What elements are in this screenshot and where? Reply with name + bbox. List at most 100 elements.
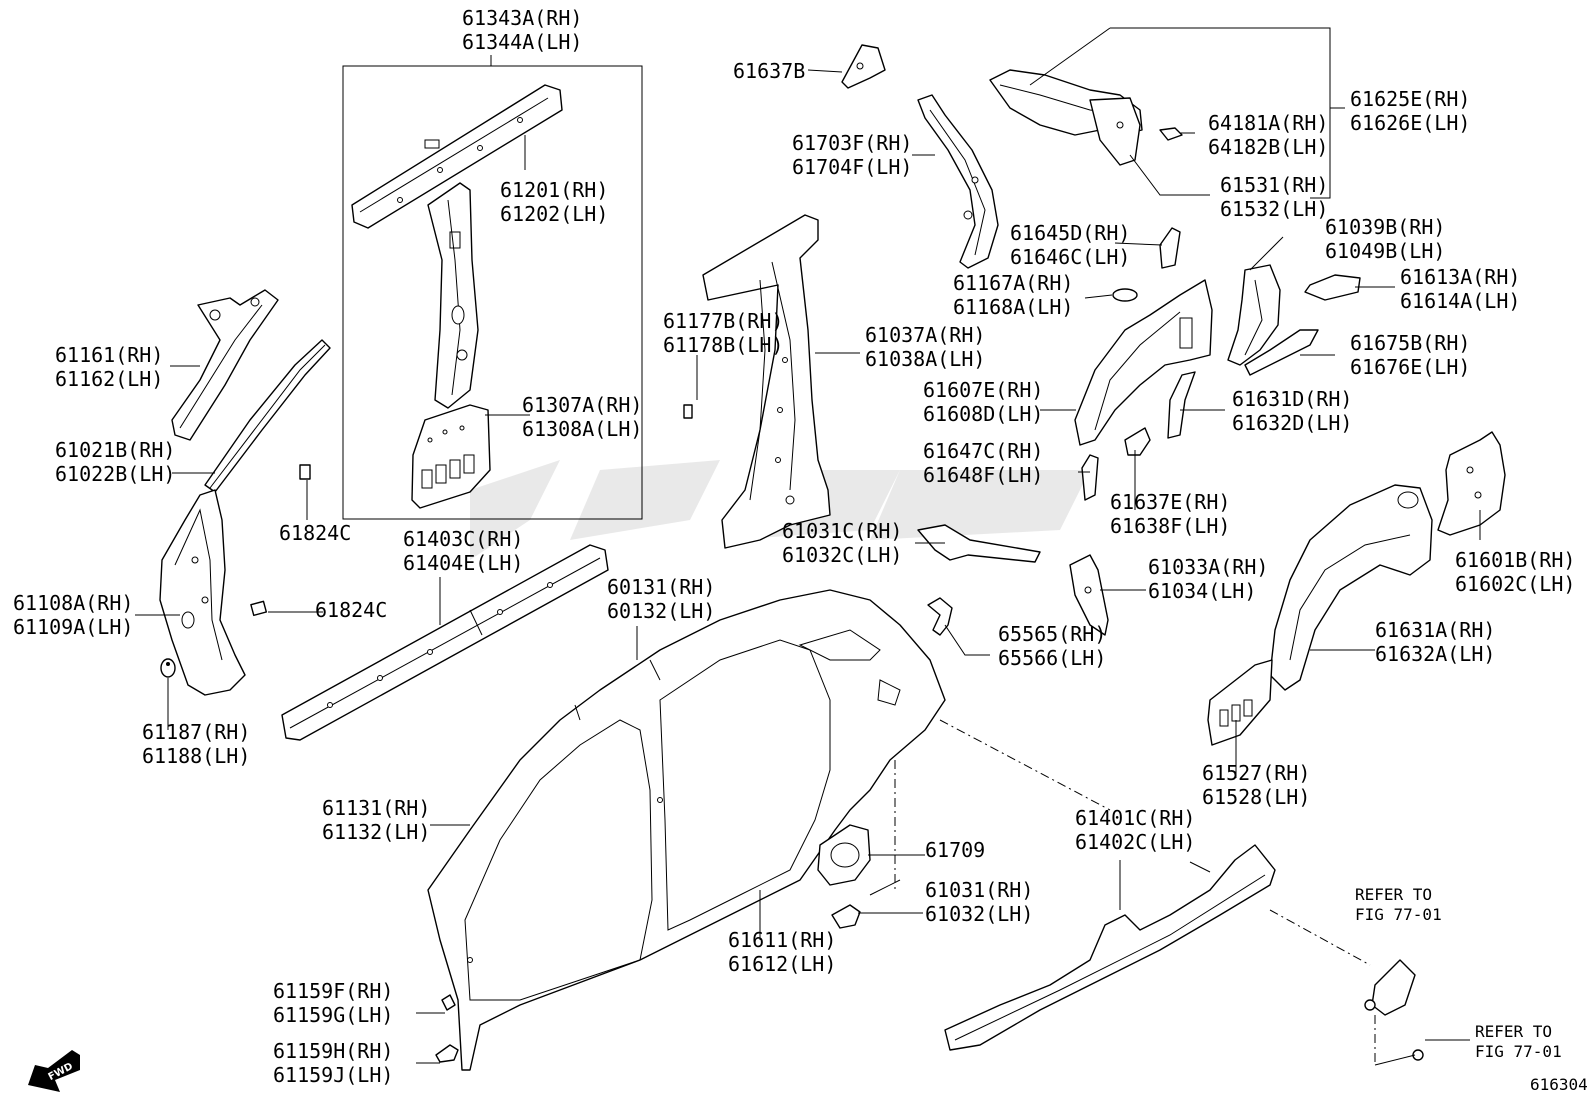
- label-61645-rh: 61645D(RH): [1010, 221, 1130, 245]
- label-61201-rh: 61201(RH): [500, 178, 608, 202]
- part-61033-gusset: [1069, 554, 1109, 636]
- label-61131-rh: 61131(RH): [322, 796, 430, 820]
- refer-to-top-line2: FIG 77-01: [1355, 905, 1442, 924]
- label-60131-rh: 60131(RH): [607, 575, 715, 599]
- label-61403-rh: 61403C(RH): [403, 527, 523, 551]
- callout-labels: 61343A(RH) 61344A(LH) 61637B 61625E(RH) …: [13, 6, 1588, 1094]
- label-61307-lh: 61308A(LH): [522, 417, 642, 441]
- part-61527-plate: [1207, 659, 1273, 746]
- part-center-pillar-reinforcement: [427, 182, 479, 409]
- label-61159H-rh: 61159H(RH): [273, 1039, 393, 1063]
- part-61631A-wheel-house-outer: [1269, 484, 1433, 691]
- label-61675-lh: 61676E(LH): [1350, 355, 1470, 379]
- part-61613-plate: [1304, 274, 1361, 301]
- label-61709: 61709: [925, 838, 985, 862]
- refer-to-top-line1: REFER TO: [1355, 885, 1432, 904]
- refer-to-bottom-line1: REFER TO: [1475, 1022, 1552, 1041]
- label-61601-rh: 61601B(RH): [1455, 548, 1575, 572]
- label-61031-lh: 61032(LH): [925, 902, 1033, 926]
- label-61131-lh: 61132(LH): [322, 820, 430, 844]
- part-61167-clip: [1112, 288, 1138, 302]
- part-61631D-bracket: [1167, 371, 1196, 439]
- label-61645-lh: 61646C(LH): [1010, 245, 1130, 269]
- label-60131-lh: 60132(LH): [607, 599, 715, 623]
- label-61607-rh: 61607E(RH): [923, 378, 1043, 402]
- label-61601-lh: 61602C(LH): [1455, 572, 1575, 596]
- label-61187-rh: 61187(RH): [142, 720, 250, 744]
- label-61343-rh: 61343A(RH): [462, 6, 582, 30]
- part-61703-roof-side-inner: [917, 94, 999, 269]
- label-64181-rh: 64181A(RH): [1208, 111, 1328, 135]
- label-61637B: 61637B: [733, 59, 805, 83]
- label-61401-rh: 61401C(RH): [1075, 806, 1195, 830]
- label-61625-lh: 61626E(LH): [1350, 111, 1470, 135]
- label-61703-lh: 61704F(LH): [792, 155, 912, 179]
- label-61039-lh: 61049B(LH): [1325, 239, 1445, 263]
- label-61037-lh: 61038A(LH): [865, 347, 985, 371]
- label-61527-lh: 61528(LH): [1202, 785, 1310, 809]
- label-65565-lh: 65566(LH): [998, 646, 1106, 670]
- part-64181-bracket: [1159, 127, 1183, 141]
- label-61021-lh: 61022B(LH): [55, 462, 175, 486]
- label-61031-rh: 61031(RH): [925, 878, 1033, 902]
- part-61031-bracket: [831, 904, 861, 929]
- label-61824C-b: 61824C: [315, 598, 387, 622]
- label-61403-lh: 61404E(LH): [403, 551, 523, 575]
- label-61167-rh: 61167A(RH): [953, 271, 1073, 295]
- label-61703-rh: 61703F(RH): [792, 131, 912, 155]
- label-61527-rh: 61527(RH): [1202, 761, 1310, 785]
- label-65565-rh: 65565(RH): [998, 622, 1106, 646]
- part-61675-bracket: [1244, 329, 1319, 376]
- part-61403-rocker-inner: [281, 544, 609, 741]
- part-61637B-bracket: [841, 44, 886, 89]
- part-61108-front-pillar-lower: [159, 489, 246, 696]
- label-61611-lh: 61612(LH): [728, 952, 836, 976]
- label-61039-rh: 61039B(RH): [1325, 215, 1445, 239]
- label-61187-lh: 61188(LH): [142, 744, 250, 768]
- label-61531-rh: 61531(RH): [1220, 173, 1328, 197]
- fwd-arrow-icon: [28, 1050, 80, 1092]
- part-61037-center-pillar: [702, 214, 831, 549]
- part-61824-clip-a: [299, 464, 311, 480]
- label-61033-lh: 61034(LH): [1148, 579, 1256, 603]
- label-61343-lh: 61344A(LH): [462, 30, 582, 54]
- label-61631A-rh: 61631A(RH): [1375, 618, 1495, 642]
- part-61161-front-pillar-upper: [171, 289, 279, 441]
- part-61039-reinforcement: [1227, 264, 1281, 366]
- label-61531-lh: 61532(LH): [1220, 197, 1328, 221]
- label-61401-lh: 61402C(LH): [1075, 830, 1195, 854]
- label-61631D-lh: 61632D(LH): [1232, 411, 1352, 435]
- label-61613-rh: 61613A(RH): [1400, 265, 1520, 289]
- label-61167-lh: 61168A(LH): [953, 295, 1073, 319]
- label-61637E-lh: 61638F(LH): [1110, 514, 1230, 538]
- label-61159F-rh: 61159F(RH): [273, 979, 393, 1003]
- label-61033-rh: 61033A(RH): [1148, 555, 1268, 579]
- label-61031C-rh: 61031C(RH): [782, 519, 902, 543]
- part-61709-fuel-filler-box: [817, 824, 871, 886]
- part-61031C-extension: [917, 524, 1041, 563]
- label-61177-rh: 61177B(RH): [663, 309, 783, 333]
- group-box-61343: [342, 65, 643, 520]
- part-fuel-lid: [1364, 959, 1424, 1061]
- label-61161-lh: 61162(LH): [55, 367, 163, 391]
- label-61021-rh: 61021B(RH): [55, 438, 175, 462]
- part-61201-roof-rail: [351, 84, 563, 229]
- label-61108-rh: 61108A(RH): [13, 591, 133, 615]
- part-61645-bracket: [1159, 227, 1181, 269]
- label-61625-rh: 61625E(RH): [1350, 87, 1470, 111]
- part-60131-body-side-outer: [427, 589, 946, 1071]
- label-61037-rh: 61037A(RH): [865, 323, 985, 347]
- label-61108-lh: 61109A(LH): [13, 615, 133, 639]
- label-61307-rh: 61307A(RH): [522, 393, 642, 417]
- label-61647-lh: 61648F(LH): [923, 463, 1043, 487]
- label-61031C-lh: 61032C(LH): [782, 543, 902, 567]
- label-61611-rh: 61611(RH): [728, 928, 836, 952]
- figure-number: 616304: [1530, 1075, 1588, 1094]
- part-61177-clip: [683, 404, 693, 419]
- part-61824-clip-b: [250, 600, 268, 617]
- label-61647-rh: 61647C(RH): [923, 439, 1043, 463]
- leader-lines: [135, 27, 1481, 1066]
- part-61159H-clip: [435, 1044, 459, 1063]
